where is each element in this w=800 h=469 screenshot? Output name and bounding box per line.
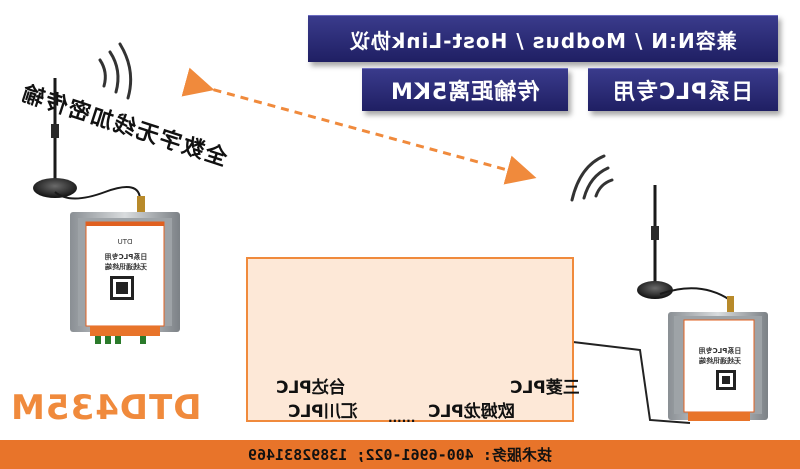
device-right-label: 日系PLC专用 无线通讯终端 — [690, 346, 750, 366]
wireless-link-arrow — [181, 67, 537, 185]
device-left-label: 日系PLC专用 无线通讯终端 — [96, 252, 156, 272]
inovance-label: 汇川PLC — [288, 402, 358, 422]
plc-banner: 日系PLC专用 — [588, 68, 778, 111]
support-bar: 技术服务: 400-6961-022; 13892831469 — [0, 440, 800, 469]
more-plc-ellipsis: ...... — [388, 411, 416, 425]
serial-cable — [572, 341, 691, 424]
signal-waves-right-icon — [570, 154, 614, 202]
antenna-right-icon — [637, 185, 734, 316]
device-left-line2: 无线通讯终端 — [105, 263, 147, 271]
antenna-left-icon — [33, 78, 145, 218]
model-name: DTD435M — [10, 388, 202, 428]
device-left-line1: 日系PLC专用 — [104, 253, 148, 261]
protocol-banner: 兼容N:N / Modbus / Host-Link协议 — [308, 15, 778, 62]
device-right — [668, 312, 768, 421]
device-left: DTU — [70, 212, 180, 344]
device-right-line2: 无线通讯终端 — [699, 357, 741, 365]
device-right-line1: 日系PLC专用 — [698, 347, 742, 355]
mitsubishi-label: 三菱PLC — [510, 378, 580, 398]
svg-text:DTU: DTU — [118, 238, 133, 246]
omron-label: 欧姆龙PLC — [428, 402, 515, 422]
delta-label: 台达PLC — [276, 378, 346, 398]
support-text: 技术服务: 400-6961-022; 13892831469 — [248, 446, 552, 464]
plc-panel: 三菱PLC 欧姆龙PLC 台达PLC 汇川PLC ...... — [246, 257, 580, 425]
signal-waves-left-icon — [98, 42, 133, 100]
